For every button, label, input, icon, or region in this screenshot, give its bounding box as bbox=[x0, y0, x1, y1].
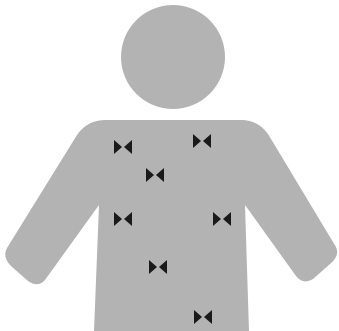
head-shape bbox=[121, 5, 225, 109]
torso-and-arms-shape bbox=[5, 120, 337, 331]
